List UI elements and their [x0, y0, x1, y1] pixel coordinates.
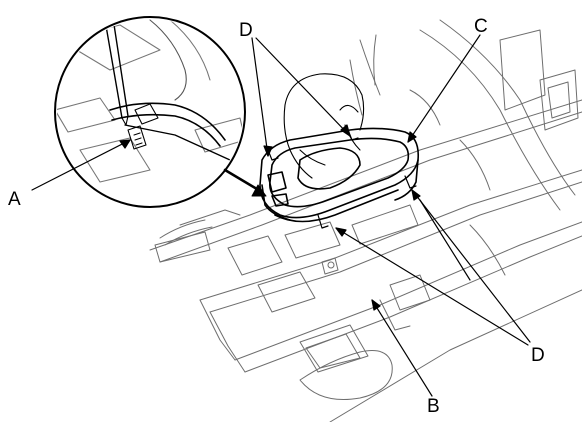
console-body	[149, 19, 582, 422]
callout-d-top: D	[239, 20, 253, 41]
callout-d-bottom: D	[531, 345, 545, 366]
clip-markers	[267, 129, 417, 229]
callout-c: C	[474, 16, 488, 37]
leader-lines	[31, 34, 531, 397]
callout-a: A	[8, 189, 21, 210]
shift-boot	[283, 73, 365, 179]
trim-panel-c	[259, 127, 420, 223]
callout-b: B	[427, 396, 440, 417]
inset-detail	[54, 16, 267, 208]
